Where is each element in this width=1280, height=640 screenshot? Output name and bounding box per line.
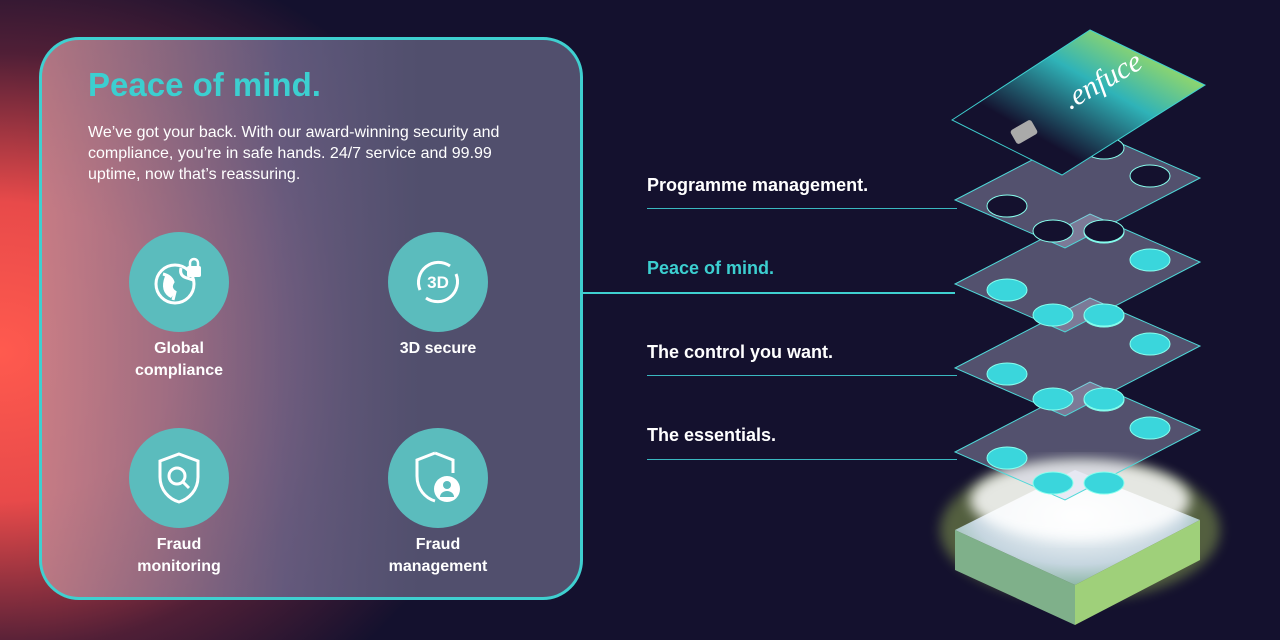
feature-label: Fraud — [415, 536, 461, 553]
layer-essentials[interactable]: The essentials. — [647, 425, 777, 445]
feature-3d-secure[interactable]: 3D 3D secure — [348, 232, 528, 360]
plate-slot — [986, 446, 1028, 470]
plate-slot — [1032, 471, 1074, 495]
plate-slot — [1083, 219, 1125, 243]
plate-slot — [1083, 387, 1125, 411]
panel-description: We’ve got your back. With our award-winn… — [88, 124, 500, 183]
feature-label: monitoring — [137, 558, 221, 575]
globe-lock-icon — [129, 232, 229, 332]
plate-slot — [1083, 471, 1125, 495]
layer-programme-management[interactable]: Programme management. — [647, 175, 869, 195]
payment-card: .enfuce — [950, 29, 1207, 176]
feature-label: 3D secure — [399, 340, 477, 357]
active-layer-connector — [583, 292, 955, 294]
3d-text: 3D — [427, 273, 449, 292]
layer-plate — [953, 381, 1202, 501]
plate-slot — [1083, 303, 1125, 327]
feature-label: Global — [154, 340, 204, 357]
feature-label: Fraud — [156, 536, 202, 553]
layer-divider — [647, 375, 957, 376]
feature-fraud-monitoring[interactable]: Fraud monitoring — [89, 428, 269, 578]
layer-divider — [647, 459, 957, 460]
layer-divider — [647, 208, 957, 209]
feature-panel: Peace of mind. We’ve got your back. With… — [39, 37, 583, 600]
plate-slot — [1129, 332, 1171, 356]
shield-search-icon — [129, 428, 229, 528]
feature-fraud-management[interactable]: Fraud management — [348, 428, 528, 578]
plate-slot — [1032, 303, 1074, 327]
shield-user-icon — [388, 428, 488, 528]
card-chip — [1010, 120, 1038, 144]
layer-control[interactable]: The control you want. — [647, 342, 834, 362]
cloud-block — [940, 460, 1220, 625]
plate-slot — [986, 278, 1028, 302]
feature-global-compliance[interactable]: Global compliance — [89, 232, 269, 382]
feature-label: compliance — [134, 362, 224, 379]
plate-slot — [1129, 248, 1171, 272]
plate-slot — [986, 194, 1028, 218]
plate-slot — [1032, 219, 1074, 243]
panel-title: Peace of mind. — [88, 66, 321, 103]
layer-peace-of-mind[interactable]: Peace of mind. — [647, 258, 775, 278]
plate-slot — [1129, 164, 1171, 188]
feature-label: management — [388, 558, 488, 575]
plate-slot — [1129, 416, 1171, 440]
plate-slot — [986, 362, 1028, 386]
plate-slot — [1032, 387, 1074, 411]
3d-rotate-icon: 3D — [388, 232, 488, 332]
